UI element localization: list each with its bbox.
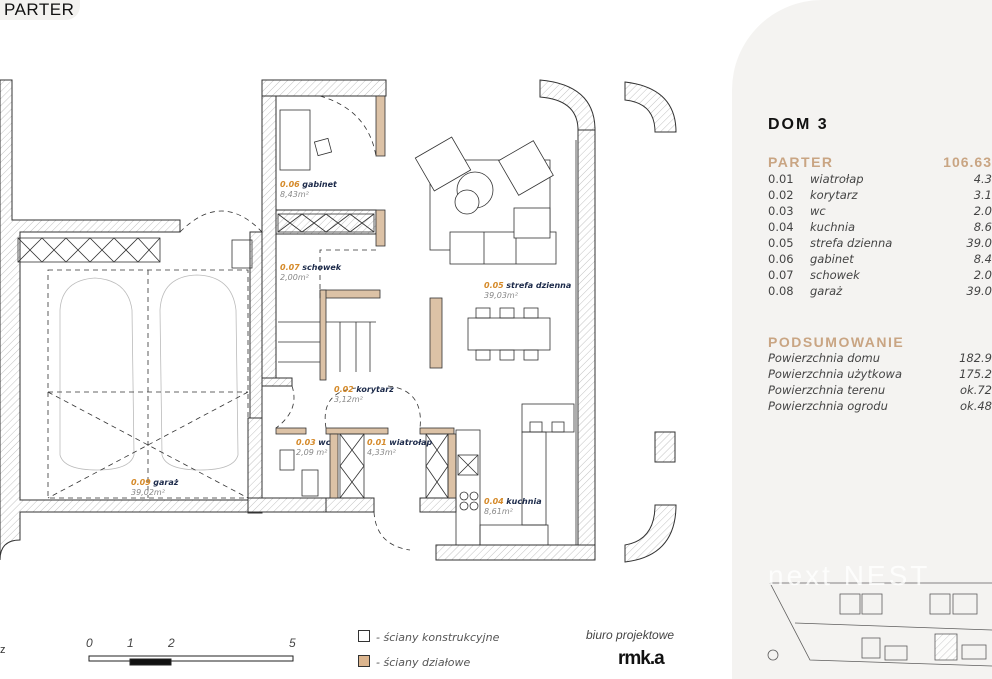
room-code: 0.03	[768, 204, 794, 218]
room-row: 0.05 strefa dzienna 39.0	[768, 236, 992, 252]
room-name: strefa dzienna	[810, 236, 893, 250]
summary-label: Powierzchnia terenu	[768, 383, 886, 397]
summary-row: Powierzchnia terenu ok.72	[768, 383, 992, 399]
scale-tick: 1	[127, 636, 134, 650]
site-map	[767, 582, 992, 667]
summary-value: 175.2	[959, 367, 992, 381]
partition-swatch	[358, 655, 370, 667]
room-row: 0.04 kuchnia 8.6	[768, 220, 992, 236]
floor-section-header: PARTER 106.63	[768, 154, 992, 170]
room-row: 0.02 korytarz 3.1	[768, 188, 992, 204]
scale-tick: 5	[289, 636, 296, 650]
room-name: garaż	[810, 284, 843, 298]
room-code: 0.07	[768, 268, 794, 282]
scale-bar	[88, 655, 294, 666]
summary-row: Powierzchnia użytkowa 175.2	[768, 367, 992, 383]
floor-total-area: 106.63	[943, 154, 992, 170]
room-area: 8.6	[973, 220, 992, 234]
summary-label: Powierzchnia użytkowa	[768, 367, 902, 381]
summary-row: Powierzchnia ogrodu ok.48	[768, 399, 992, 415]
room-code: 0.06	[768, 252, 794, 266]
summary-label: Powierzchnia domu	[768, 351, 881, 365]
room-row: 0.07 schowek 2.0	[768, 268, 992, 284]
room-name: wc	[810, 204, 826, 218]
summary-label: Powierzchnia ogrodu	[768, 399, 888, 413]
room-name: korytarz	[810, 188, 858, 202]
info-panel	[732, 0, 992, 679]
room-area: 39.0	[966, 284, 992, 298]
room-code: 0.01	[768, 172, 794, 186]
floor-section-title: PARTER	[768, 154, 834, 170]
house-title: DOM 3	[768, 116, 829, 133]
room-code: 0.08	[768, 284, 794, 298]
scale-tick: 2	[168, 636, 175, 650]
room-name: schowek	[810, 268, 860, 282]
room-area: 39.0	[966, 236, 992, 250]
room-code: 0.05	[768, 236, 794, 250]
room-code: 0.02	[768, 188, 794, 202]
floor-tab[interactable]: PARTER	[0, 0, 80, 20]
room-row: 0.03 wc 2.0	[768, 204, 992, 220]
room-code: 0.04	[768, 220, 794, 234]
summary-title: PODSUMOWANIE	[768, 334, 905, 350]
room-name: gabinet	[810, 252, 854, 266]
scale-tick: 0	[86, 636, 93, 650]
partition-walls	[275, 95, 457, 499]
room-area: 8.4	[973, 252, 992, 266]
summary-row: Powierzchnia domu 182.9	[768, 351, 992, 367]
room-row: 0.01 wiatrołap 4.3	[768, 172, 992, 188]
summary-value: ok.72	[960, 383, 992, 397]
room-area: 3.1	[973, 188, 992, 202]
summary-value: 182.9	[959, 351, 992, 365]
furniture	[17, 95, 577, 551]
room-area: 2.0	[973, 204, 992, 218]
room-name: kuchnia	[810, 220, 856, 234]
room-area: 4.3	[973, 172, 992, 186]
brand-logo: rmk.a	[618, 648, 665, 669]
legend-partition: - ściany działowe	[358, 655, 470, 669]
room-name: wiatrołap	[810, 172, 864, 186]
structural-swatch	[358, 630, 370, 642]
brand-caption: biuro projektowe	[586, 628, 675, 642]
summary-value: ok.48	[960, 399, 992, 413]
room-row: 0.08 garaż 39.0	[768, 284, 992, 300]
site-map-watermark: next NEST	[768, 560, 931, 591]
compass-letter: z	[0, 644, 6, 656]
room-area: 2.0	[973, 268, 992, 282]
room-row: 0.06 gabinet 8.4	[768, 252, 992, 268]
legend-structural: - ściany konstrukcyjne	[358, 630, 499, 644]
